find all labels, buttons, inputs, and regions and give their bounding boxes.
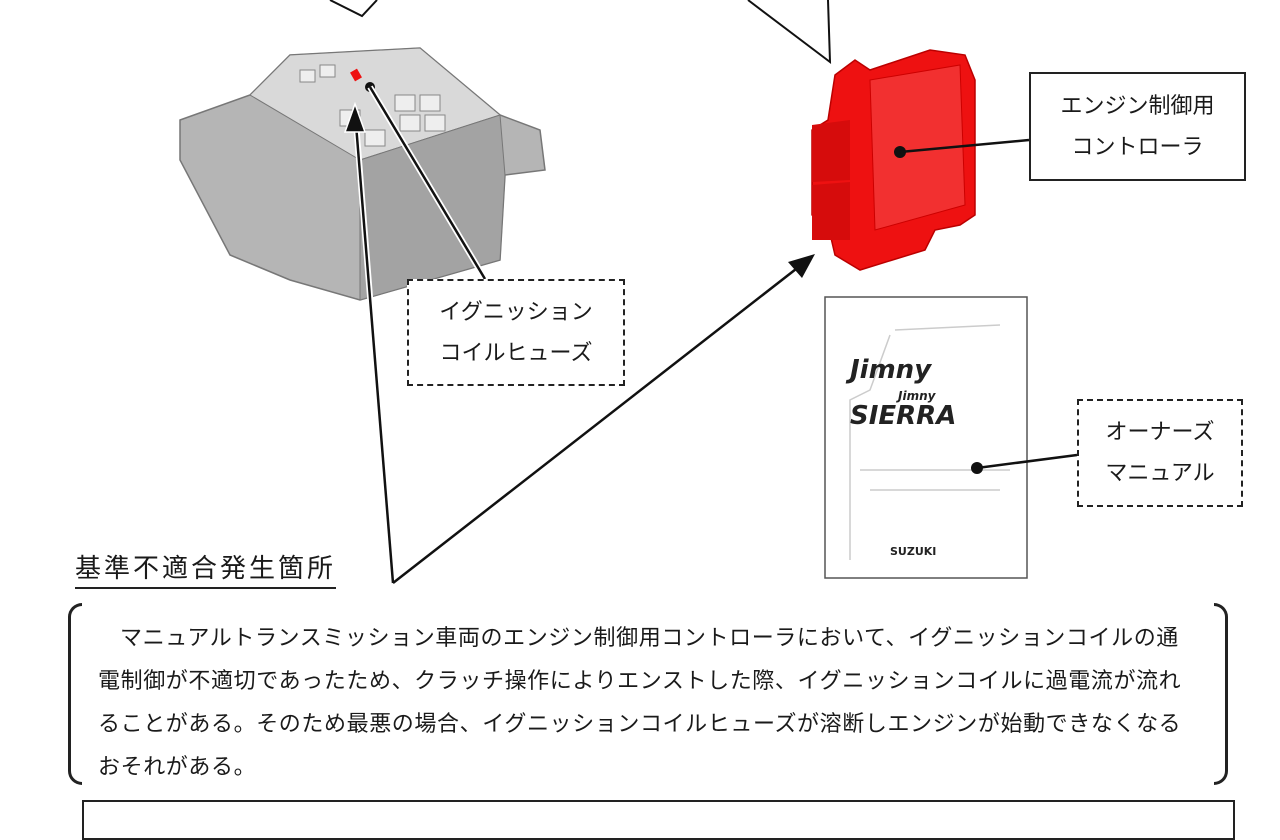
fuse-label-line2: コイルヒューズ bbox=[439, 340, 593, 366]
ecu-label: エンジン制御用 コントローラ bbox=[1029, 72, 1246, 181]
manual-subtitle-small: Jimny bbox=[896, 389, 937, 403]
manual-label-line1: オーナーズ bbox=[1105, 420, 1215, 445]
fuse-label-line1: イグニッション bbox=[439, 299, 593, 325]
ecu-image bbox=[811, 49, 976, 271]
fuse-label: イグニッション コイルヒューズ bbox=[407, 279, 625, 386]
arrow-to-ecu bbox=[392, 261, 806, 584]
description-box: マニュアルトランスミッション車両のエンジン制御用コントローラにおいて、イグニッシ… bbox=[70, 603, 1228, 785]
manual-brand: SUZUKI bbox=[890, 545, 936, 558]
manual-label: オーナーズ マニュアル bbox=[1077, 399, 1243, 507]
section-heading: 基準不適合発生箇所 bbox=[75, 548, 337, 589]
left-bracket bbox=[68, 603, 82, 785]
owners-manual-image: Jimny Jimny SIERRA SUZUKI bbox=[824, 296, 1028, 579]
manual-title: Jimny bbox=[845, 355, 932, 385]
illustration-layer: Jimny Jimny SIERRA SUZUKI bbox=[179, 0, 1078, 584]
description-text: マニュアルトランスミッション車両のエンジン制御用コントローラにおいて、イグニッシ… bbox=[98, 626, 1182, 780]
ecu-label-line2: コントローラ bbox=[1071, 134, 1204, 160]
callout-pointer-left bbox=[329, 0, 378, 18]
manual-leader-line bbox=[976, 453, 1078, 470]
ecu-label-line1: エンジン制御用 bbox=[1060, 93, 1215, 119]
next-section-box bbox=[82, 800, 1235, 840]
manual-subtitle: SIERRA bbox=[850, 401, 956, 431]
manual-label-line2: マニュアル bbox=[1105, 461, 1215, 486]
callout-pointer-right bbox=[747, 0, 832, 65]
ecu-leader-line bbox=[899, 138, 1030, 154]
